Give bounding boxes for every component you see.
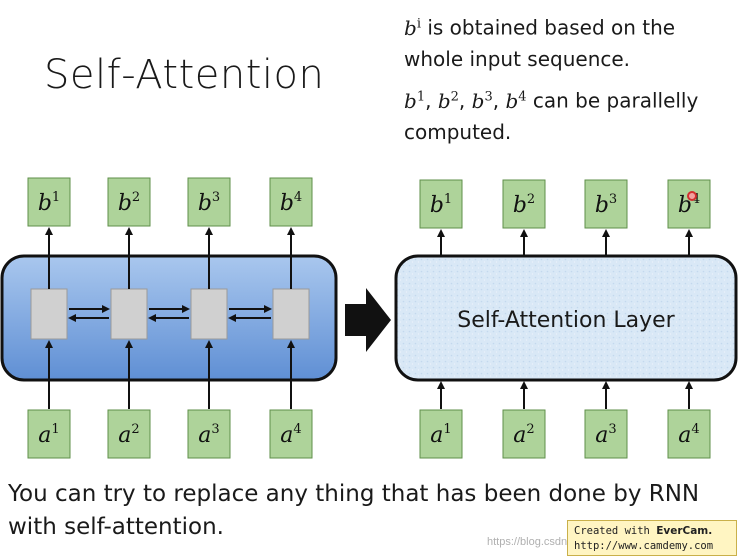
blog-watermark: https://blog.csdn.net/: [487, 536, 589, 548]
rnn-cell-4: [272, 288, 310, 340]
note2-b2: b2: [437, 88, 459, 113]
note-parallel: b1, b2, b3, b4 can be parallelly compute…: [404, 88, 699, 144]
note2-b4: b4: [505, 88, 527, 113]
rnn-links: [68, 305, 272, 322]
cursor-pointer-icon: [687, 191, 697, 201]
rnn-output-3: b3: [187, 177, 231, 227]
self-attention-diagram: Self-Attention Layer b1 b2 b3 b4: [394, 179, 738, 459]
svg-text:a1: a1: [38, 422, 59, 448]
evercam-watermark: Created with EverCam. http://www.camdemy…: [567, 520, 737, 556]
attn-output-3: b3: [584, 179, 628, 229]
rnn-cell-2: [110, 288, 148, 340]
svg-text:b2: b2: [513, 192, 535, 218]
note-bi-obtained: bi is obtained based on the whole input …: [404, 8, 734, 75]
svg-text:b1: b1: [38, 190, 60, 216]
slide-footer-text: You can try to replace any thing that ha…: [8, 481, 700, 540]
note2-b3: b3: [471, 88, 493, 113]
rnn-input-1: a1: [27, 409, 71, 459]
svg-text:a3: a3: [198, 422, 219, 448]
watermark-line2: http://www.camdemy.com: [574, 540, 714, 552]
svg-text:b1: b1: [430, 192, 452, 218]
svg-text:a3: a3: [595, 422, 616, 448]
attn-input-1: a1: [419, 409, 463, 459]
attn-output-4: b4: [667, 179, 711, 229]
rnn-diagram: b1 b2 b3 b4 a1 a2 a3 a4: [0, 177, 338, 459]
rnn-cell-1: [30, 288, 68, 340]
svg-text:b4: b4: [280, 190, 302, 216]
transform-arrow-icon: [345, 288, 391, 352]
attn-input-4: a4: [667, 409, 711, 459]
slide-title: Self-Attention: [44, 52, 325, 98]
watermark-line1: Created with EverCam.: [574, 525, 713, 537]
self-attention-layer-label: Self-Attention Layer: [457, 308, 675, 333]
rnn-output-1: b1: [27, 177, 71, 227]
note1-text: is obtained based on the whole input seq…: [404, 15, 676, 71]
rnn-input-3: a3: [187, 409, 231, 459]
svg-text:a4: a4: [280, 422, 301, 448]
rnn-output-2: b2: [107, 177, 151, 227]
rnn-input-4: a4: [269, 409, 313, 459]
attn-input-2: a2: [502, 409, 546, 459]
attn-input-3: a3: [584, 409, 628, 459]
attn-output-2: b2: [502, 179, 546, 229]
rnn-input-2: a2: [107, 409, 151, 459]
rnn-cell-3: [190, 288, 228, 340]
svg-text:a1: a1: [430, 422, 451, 448]
self-attention-layer: [394, 254, 738, 382]
rnn-output-4: b4: [269, 177, 313, 227]
svg-text:a4: a4: [678, 422, 699, 448]
svg-text:a2: a2: [118, 422, 139, 448]
svg-text:b3: b3: [595, 192, 617, 218]
svg-text:b2: b2: [118, 190, 140, 216]
attn-output-1: b1: [419, 179, 463, 229]
note2-b1: b1: [404, 88, 426, 113]
svg-text:a2: a2: [513, 422, 534, 448]
rnn-vertical-arrows: [45, 227, 295, 409]
svg-text:b3: b3: [198, 190, 220, 216]
note1-symbol: bi: [404, 15, 421, 40]
note2-text: can be parallelly computed.: [404, 88, 699, 144]
attn-vertical-arrows: [437, 229, 693, 409]
